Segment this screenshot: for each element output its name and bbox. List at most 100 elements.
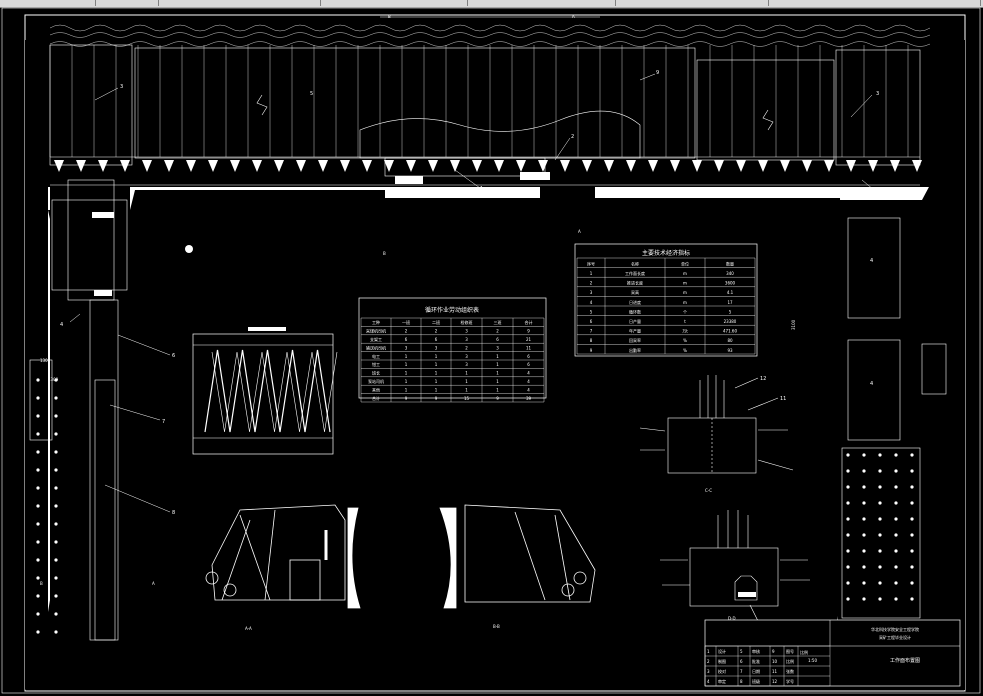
table-cell: 23380 xyxy=(724,319,737,324)
table-cell: 万t xyxy=(682,329,688,334)
pillar-dot xyxy=(878,517,882,521)
title-cell: 日期 xyxy=(752,668,760,674)
pillar-dot xyxy=(894,501,898,505)
table-cell: % xyxy=(683,338,687,343)
table-cell: 1 xyxy=(405,354,408,359)
table-cell: 数量 xyxy=(726,260,734,266)
toolbar-segment[interactable] xyxy=(470,0,616,6)
pillar-dot xyxy=(36,450,40,454)
support-leg xyxy=(98,160,108,172)
support-leg xyxy=(538,160,548,172)
table-cell: 7 xyxy=(590,329,593,334)
table-cell: 2 xyxy=(405,329,408,334)
pillar-dot xyxy=(862,597,866,601)
table-cell: 循环数 xyxy=(629,308,641,314)
pillar-dot xyxy=(36,432,40,436)
toolbar-segment[interactable] xyxy=(618,0,769,6)
support-leg xyxy=(54,160,64,172)
callout-7: 7 xyxy=(162,419,165,425)
callout-12: 12 xyxy=(760,376,766,382)
table-cell: 二班 xyxy=(432,319,440,325)
cycle-chart xyxy=(192,327,338,455)
title-cell: 1 xyxy=(707,649,710,654)
title-drawing-name: 工作面布置图 xyxy=(890,657,920,664)
toolbar-segment[interactable] xyxy=(322,0,468,6)
conveyor-body xyxy=(384,157,546,177)
table-cell: 17 xyxy=(727,300,733,305)
table-cell: 1 xyxy=(465,379,468,384)
table-cell: 1 xyxy=(405,371,408,376)
support-leg xyxy=(626,160,636,172)
callout-4: 4 xyxy=(870,381,873,387)
pillar-dot xyxy=(910,533,914,537)
table-cell: 年产量 xyxy=(629,328,641,334)
table-cell: 回采率 xyxy=(629,337,641,343)
support-leg xyxy=(692,160,702,172)
table-cell: 1 xyxy=(465,387,468,392)
table-cell: 合计 xyxy=(525,319,533,325)
pillar-dot xyxy=(878,469,882,473)
conveyor-drive xyxy=(520,172,550,180)
break-symbol xyxy=(256,94,268,116)
table-cell: 21 xyxy=(526,337,532,342)
section-mark-b-left: B xyxy=(40,581,43,586)
title-cell: 10 xyxy=(772,659,778,664)
table-cell: 3 xyxy=(496,345,499,350)
section-label-a-a: A-A xyxy=(245,626,252,631)
support-leg xyxy=(868,160,878,172)
left-roadway xyxy=(29,179,128,641)
roadway-marker xyxy=(94,290,112,296)
table-cell: m xyxy=(683,271,687,276)
pillar-dot xyxy=(54,450,58,454)
right-edge-black xyxy=(930,40,965,690)
toolbar-segment[interactable] xyxy=(96,0,159,6)
toolbar-segment[interactable] xyxy=(770,0,981,6)
callout-3: 3 xyxy=(120,84,123,90)
section-mark-a-top: A xyxy=(572,14,575,19)
support-leg xyxy=(120,160,130,172)
table-cell: 其他 xyxy=(372,386,380,392)
pillar-dot xyxy=(894,597,898,601)
pillar-dot xyxy=(36,576,40,580)
pillar-dot xyxy=(36,468,40,472)
support-leg xyxy=(780,160,790,172)
title-cell: 班级 xyxy=(752,678,760,684)
support-leg xyxy=(604,160,614,172)
title-cell: 图号 xyxy=(786,648,794,654)
table-cell: 39 xyxy=(526,396,532,401)
support-leg xyxy=(824,160,834,172)
break-symbol xyxy=(762,109,774,131)
support-leg xyxy=(736,160,746,172)
table-cell: 6 xyxy=(527,354,530,359)
section-label-d-d: D-D xyxy=(728,616,736,621)
workspace-outline xyxy=(40,40,930,660)
pillar-dot xyxy=(862,485,866,489)
toolbar-segment[interactable] xyxy=(160,0,321,6)
table-cell: 15 xyxy=(464,396,470,401)
pillar-dot xyxy=(862,469,866,473)
pillar-dot xyxy=(910,501,914,505)
canopy-wedges xyxy=(54,160,922,172)
pillar-dot xyxy=(36,612,40,616)
pillar-dot xyxy=(878,565,882,569)
toolbar-segment[interactable] xyxy=(0,0,96,6)
pillar-dot xyxy=(910,485,914,489)
pillar-dot xyxy=(862,533,866,537)
pillar-dot xyxy=(862,517,866,521)
cad-drawing-canvas[interactable]: B A 3 9 3 2 xyxy=(0,7,983,696)
table-cell: 1 xyxy=(496,371,499,376)
pillar-dot xyxy=(846,597,850,601)
title-cell: 学号 xyxy=(786,678,794,684)
table-cell: 6 xyxy=(590,319,593,324)
callout-8: 8 xyxy=(172,510,175,516)
table-cell: 5 xyxy=(590,309,593,314)
callout-11: 11 xyxy=(780,396,786,402)
table-cell: t xyxy=(684,319,686,324)
table-cell: 泵站司机 xyxy=(368,378,384,384)
support-leg xyxy=(516,160,526,172)
table-cell: % xyxy=(683,348,687,353)
table-cell: 2 xyxy=(435,329,438,334)
d-d-marker xyxy=(738,592,756,597)
title-cell: 7 xyxy=(740,669,743,674)
table-cell: 3 xyxy=(405,345,408,350)
